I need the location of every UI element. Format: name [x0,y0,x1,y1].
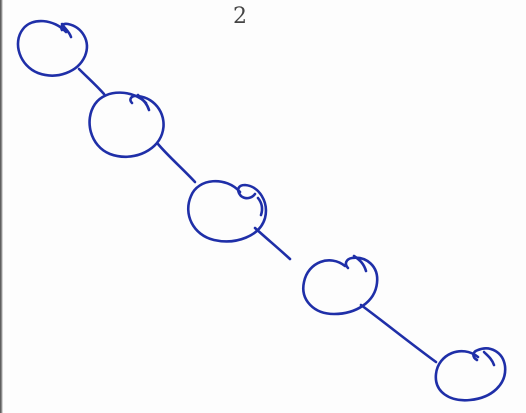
connector-line-1 [77,67,106,96]
connector-line-3 [253,226,292,261]
page-number: 2 [233,4,247,29]
circle-node-4 [302,254,379,316]
connector-line-4 [359,303,438,364]
circle-node-3 [186,179,268,243]
circle-node-5 [434,347,507,402]
circle-node-1 [16,19,89,77]
circle-node-2 [88,91,165,159]
connector-line-2 [156,142,197,184]
page-left-edge [0,0,3,413]
